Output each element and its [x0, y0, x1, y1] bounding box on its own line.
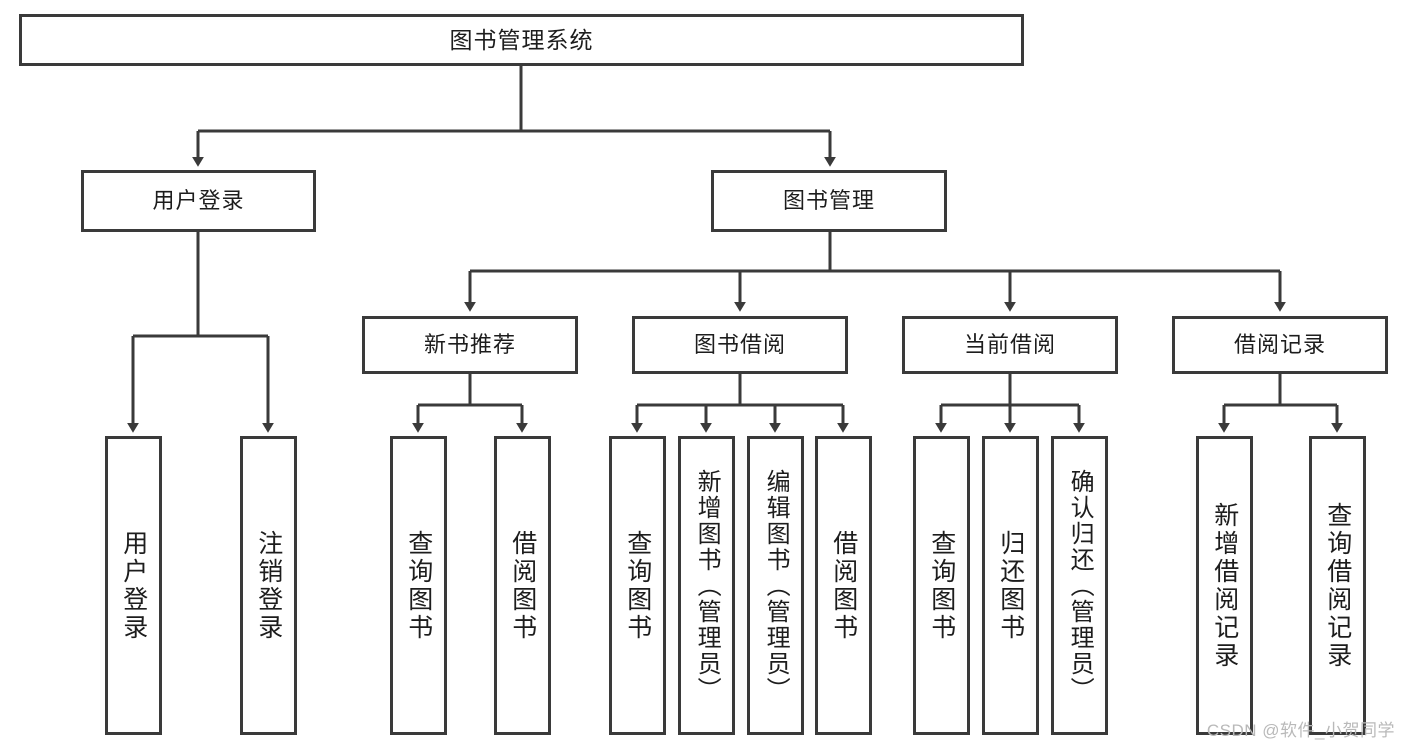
- node-book-management[interactable]: 图书管理: [711, 170, 947, 232]
- leaf-borrow-book[interactable]: 借阅图书: [815, 436, 872, 735]
- node-label: 归还图书: [996, 529, 1025, 642]
- node-current-borrow[interactable]: 当前借阅: [902, 316, 1118, 374]
- watermark-text: CSDN @软件_小贺同学: [1206, 721, 1395, 740]
- node-label: 查询图书: [927, 529, 956, 642]
- node-label: 图书管理: [782, 188, 875, 214]
- node-label: 查询图书: [404, 529, 433, 642]
- leaf-query-book-current[interactable]: 查询图书: [913, 436, 970, 735]
- node-label: 图书管理系统: [449, 26, 594, 53]
- leaf-query-borrow-record[interactable]: 查询借阅记录: [1309, 436, 1366, 735]
- leaf-confirm-return-admin[interactable]: 确认归还（管理员）: [1051, 436, 1108, 735]
- node-label: 图书借阅: [693, 332, 786, 358]
- node-label: 用户登录: [152, 188, 245, 214]
- node-label: 借阅图书: [508, 529, 537, 642]
- leaf-logout-login[interactable]: 注销登录: [240, 436, 297, 735]
- node-label: 编辑图书（管理员）: [762, 468, 790, 703]
- node-label: 当前借阅: [963, 332, 1056, 358]
- node-root-library-system[interactable]: 图书管理系统: [19, 14, 1024, 66]
- leaf-edit-book-admin[interactable]: 编辑图书（管理员）: [747, 436, 804, 735]
- node-book-borrow[interactable]: 图书借阅: [632, 316, 848, 374]
- node-label: 新增图书（管理员）: [693, 468, 721, 703]
- node-borrow-record[interactable]: 借阅记录: [1172, 316, 1388, 374]
- leaf-query-book-recommend[interactable]: 查询图书: [390, 436, 447, 735]
- leaf-return-book[interactable]: 归还图书: [982, 436, 1039, 735]
- leaf-add-borrow-record[interactable]: 新增借阅记录: [1196, 436, 1253, 735]
- node-user-login[interactable]: 用户登录: [81, 170, 316, 232]
- node-label: 借阅记录: [1233, 332, 1326, 358]
- node-label: 用户登录: [119, 529, 148, 642]
- leaf-borrow-book-recommend[interactable]: 借阅图书: [494, 436, 551, 735]
- node-label: 确认归还（管理员）: [1066, 468, 1094, 703]
- leaf-query-book-borrow[interactable]: 查询图书: [609, 436, 666, 735]
- node-label: 注销登录: [254, 529, 283, 642]
- node-label: 借阅图书: [829, 529, 858, 642]
- node-label: 查询借阅记录: [1323, 501, 1352, 670]
- node-label: 查询图书: [623, 529, 652, 642]
- node-new-book-recommend[interactable]: 新书推荐: [362, 316, 578, 374]
- node-label: 新增借阅记录: [1210, 501, 1239, 670]
- leaf-add-book-admin[interactable]: 新增图书（管理员）: [678, 436, 735, 735]
- leaf-user-login[interactable]: 用户登录: [105, 436, 162, 735]
- node-label: 新书推荐: [423, 332, 516, 358]
